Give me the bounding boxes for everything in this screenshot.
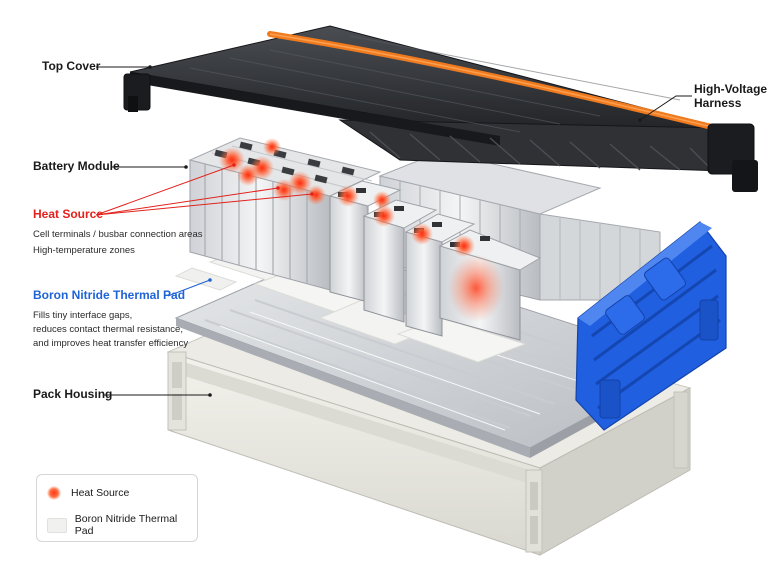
top-cover [123,25,758,192]
blue-end-plate [575,221,727,431]
leader-heat-3 [95,193,313,216]
label-hv-harness-line2: Harness [694,96,742,110]
legend: Heat Source Boron Nitride Thermal Pad [36,474,198,542]
leader-thermal-pad [167,279,211,297]
heat-source-swatch-icon [47,486,61,500]
heat-source-desc-2: High-temperature zones [33,245,135,256]
thermal-pad-desc-1: Fills tiny interface gaps, [33,310,133,321]
label-heat-source: Heat Source [33,207,104,221]
leader-heat-1 [95,164,235,216]
thermal-pad-desc-2: reduces contact thermal resistance, [33,324,183,335]
battery-module [188,137,661,341]
leader-heat-2 [95,187,279,216]
leader-lines [95,65,692,397]
leader-hv-harness [639,95,692,121]
thermal-pad-swatch-icon [47,517,67,533]
label-battery-module: Battery Module [33,159,120,173]
legend-thermal-pad-label: Boron Nitride Thermal Pad [74,513,178,537]
heat-source-glows [219,138,504,322]
thermal-pad-desc-3: and improves heat transfer efficiency [33,338,189,349]
label-pack-housing: Pack Housing [33,387,113,401]
legend-item-heat-source: Heat Source [47,486,129,500]
heat-source-desc-1: Cell terminals / busbar connection areas [33,229,203,240]
label-hv-harness-line1: High-Voltage [694,82,768,96]
label-thermal-pad: Boron Nitride Thermal Pad [33,288,186,302]
legend-heat-source-label: Heat Source [71,487,130,499]
label-top-cover: Top Cover [42,59,101,73]
legend-item-thermal-pad: Boron Nitride Thermal Pad [47,513,197,537]
